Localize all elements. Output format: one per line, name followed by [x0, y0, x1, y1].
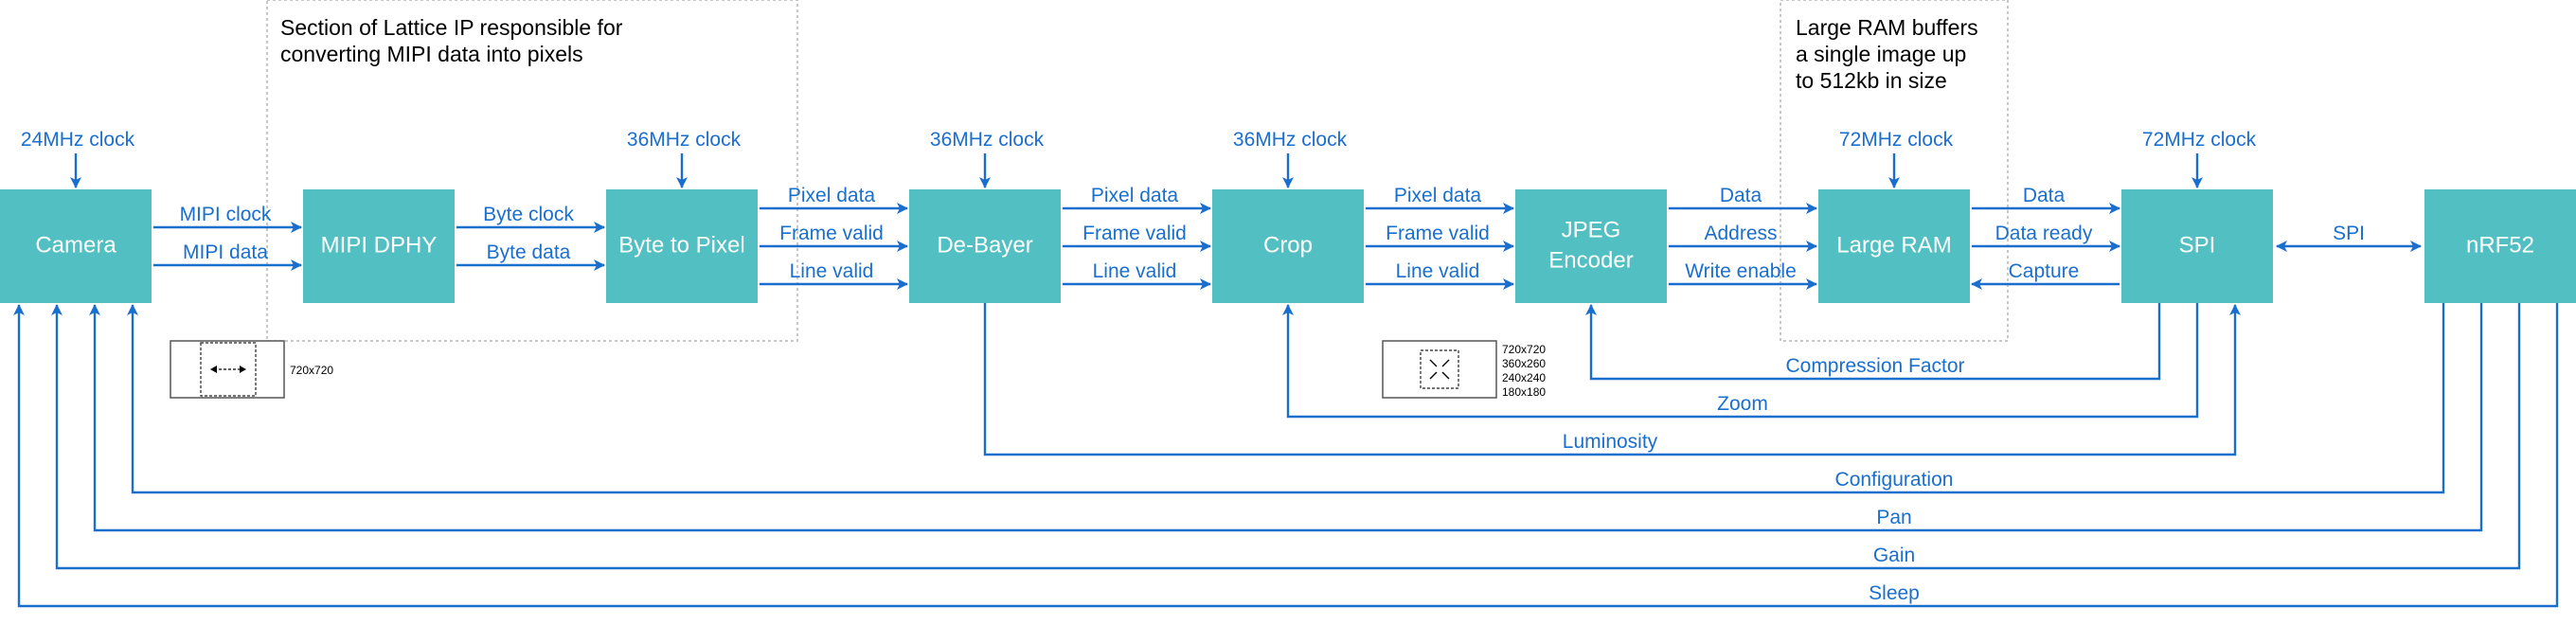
- b2p-pixel-data-label: Pixel data: [788, 185, 876, 206]
- gain-wire: [51, 284, 2521, 570]
- ram-to-spi-links: Data Data ready Capture: [1971, 185, 2120, 290]
- jpeg-to-ram-links: Data Address Write enable: [1669, 185, 1817, 290]
- compression-factor-wire: [1585, 284, 2161, 381]
- lattice-ip-region: [266, 0, 798, 342]
- ram-data-label: Data: [2023, 185, 2066, 206]
- pan-wire: [89, 284, 2483, 532]
- crop-to-jpeg-links: Pixel data Frame valid Line valid: [1366, 185, 1514, 290]
- crop-frame-valid-label: Frame valid: [1386, 223, 1490, 244]
- jpeg-encoder-block-label-2: Encoder: [1548, 247, 1633, 273]
- b2p-frame-valid-label: Frame valid: [779, 223, 884, 244]
- zoom-arrows-icon: [1429, 359, 1450, 380]
- nrf52-block-label: nRF52: [2466, 232, 2534, 258]
- byte-to-pixel-clock-label: 36MHz clock: [627, 129, 742, 151]
- camera-to-dphy-links: MIPI clock MIPI data: [153, 204, 302, 271]
- mipi-clock-label: MIPI clock: [180, 204, 272, 225]
- spi-clock-label: 72MHz clock: [2142, 129, 2257, 151]
- camera-block: Camera: [0, 189, 152, 303]
- jpeg-write-enable-label: Write enable: [1685, 260, 1797, 282]
- pan-label: Pan: [1876, 507, 1911, 528]
- crop-size-labels: 720x720 360x260 240x240 180x180: [1502, 343, 1548, 399]
- crop-block: Crop: [1212, 189, 1364, 303]
- jpeg-address-label: Address: [1704, 223, 1777, 244]
- b2p-to-debayer-links: Pixel data Frame valid Line valid: [760, 185, 908, 290]
- dphy-to-b2p-links: Byte clock Byte data: [456, 204, 605, 271]
- gain-label: Gain: [1873, 545, 1915, 566]
- spi-block: SPI: [2121, 189, 2273, 303]
- byte-to-pixel-block: Byte to Pixel: [606, 189, 758, 303]
- capture-label: Capture: [2009, 260, 2080, 282]
- clock-inputs: 24MHz clock 36MHz clock 36MHz clock 36MH…: [21, 129, 2257, 188]
- byte-data-label: Byte data: [487, 241, 571, 263]
- byte-clock-label: Byte clock: [483, 204, 574, 225]
- spi-block-label: SPI: [2179, 232, 2216, 258]
- nrf52-block: nRF52: [2424, 189, 2576, 303]
- large-ram-block-label: Large RAM: [1836, 232, 1951, 258]
- byte-to-pixel-block-label: Byte to Pixel: [618, 232, 744, 258]
- large-ram-clock-label: 72MHz clock: [1839, 129, 1954, 151]
- jpeg-encoder-block: JPEG Encoder: [1515, 189, 1667, 303]
- configuration-wire: [127, 284, 2445, 494]
- debayer-line-valid-label: Line valid: [1093, 260, 1177, 282]
- mipi-dphy-block: MIPI DPHY: [303, 189, 455, 303]
- crop-line-valid-label: Line valid: [1396, 260, 1480, 282]
- debayer-block: De-Bayer: [909, 189, 1061, 303]
- zoom-wire: [1282, 284, 2199, 419]
- sleep-label: Sleep: [1869, 582, 1920, 604]
- crop-block-label: Crop: [1263, 232, 1313, 258]
- jpeg-encoder-block-label-1: JPEG: [1562, 217, 1621, 242]
- zoom-label: Zoom: [1717, 393, 1768, 415]
- configuration-label: Configuration: [1835, 469, 1954, 491]
- debayer-pixel-data-label: Pixel data: [1091, 185, 1179, 206]
- camera-block-label: Camera: [35, 232, 116, 258]
- camera-clock-label: 24MHz clock: [21, 129, 135, 151]
- debayer-frame-valid-label: Frame valid: [1082, 223, 1187, 244]
- lattice-ip-note: Section of Lattice IP responsible for co…: [280, 15, 629, 66]
- large-ram-block: Large RAM: [1818, 189, 1970, 303]
- crop-pixel-data-label: Pixel data: [1394, 185, 1482, 206]
- jpeg-data-label: Data: [1720, 185, 1762, 206]
- mipi-dphy-block-label: MIPI DPHY: [321, 232, 438, 258]
- debayer-to-crop-links: Pixel data Frame valid Line valid: [1063, 185, 1211, 290]
- b2p-line-valid-label: Line valid: [790, 260, 874, 282]
- frame-size-thumbnail: 720x720: [170, 340, 333, 399]
- spi-bus-label: SPI: [2333, 223, 2365, 244]
- feedback-wires: Compression Factor Zoom Luminosity Confi…: [13, 284, 2559, 608]
- frame-size-label: 720x720: [290, 364, 333, 377]
- luminosity-wire: [983, 284, 2241, 456]
- ram-data-ready-label: Data ready: [1995, 223, 2093, 244]
- crop-clock-label: 36MHz clock: [1233, 129, 1348, 151]
- luminosity-label: Luminosity: [1563, 431, 1658, 453]
- ram-buffer-note: Large RAM buffers a single image up to 5…: [1796, 15, 1984, 93]
- ram-buffer-region: [1780, 0, 2009, 342]
- debayer-clock-label: 36MHz clock: [930, 129, 1045, 151]
- sleep-wire: [13, 284, 2559, 608]
- debayer-block-label: De-Bayer: [937, 232, 1032, 258]
- compression-factor-label: Compression Factor: [1785, 355, 1964, 377]
- mipi-data-label: MIPI data: [183, 241, 268, 263]
- crop-size-thumbnail: 720x720 360x260 240x240 180x180: [1382, 340, 1548, 399]
